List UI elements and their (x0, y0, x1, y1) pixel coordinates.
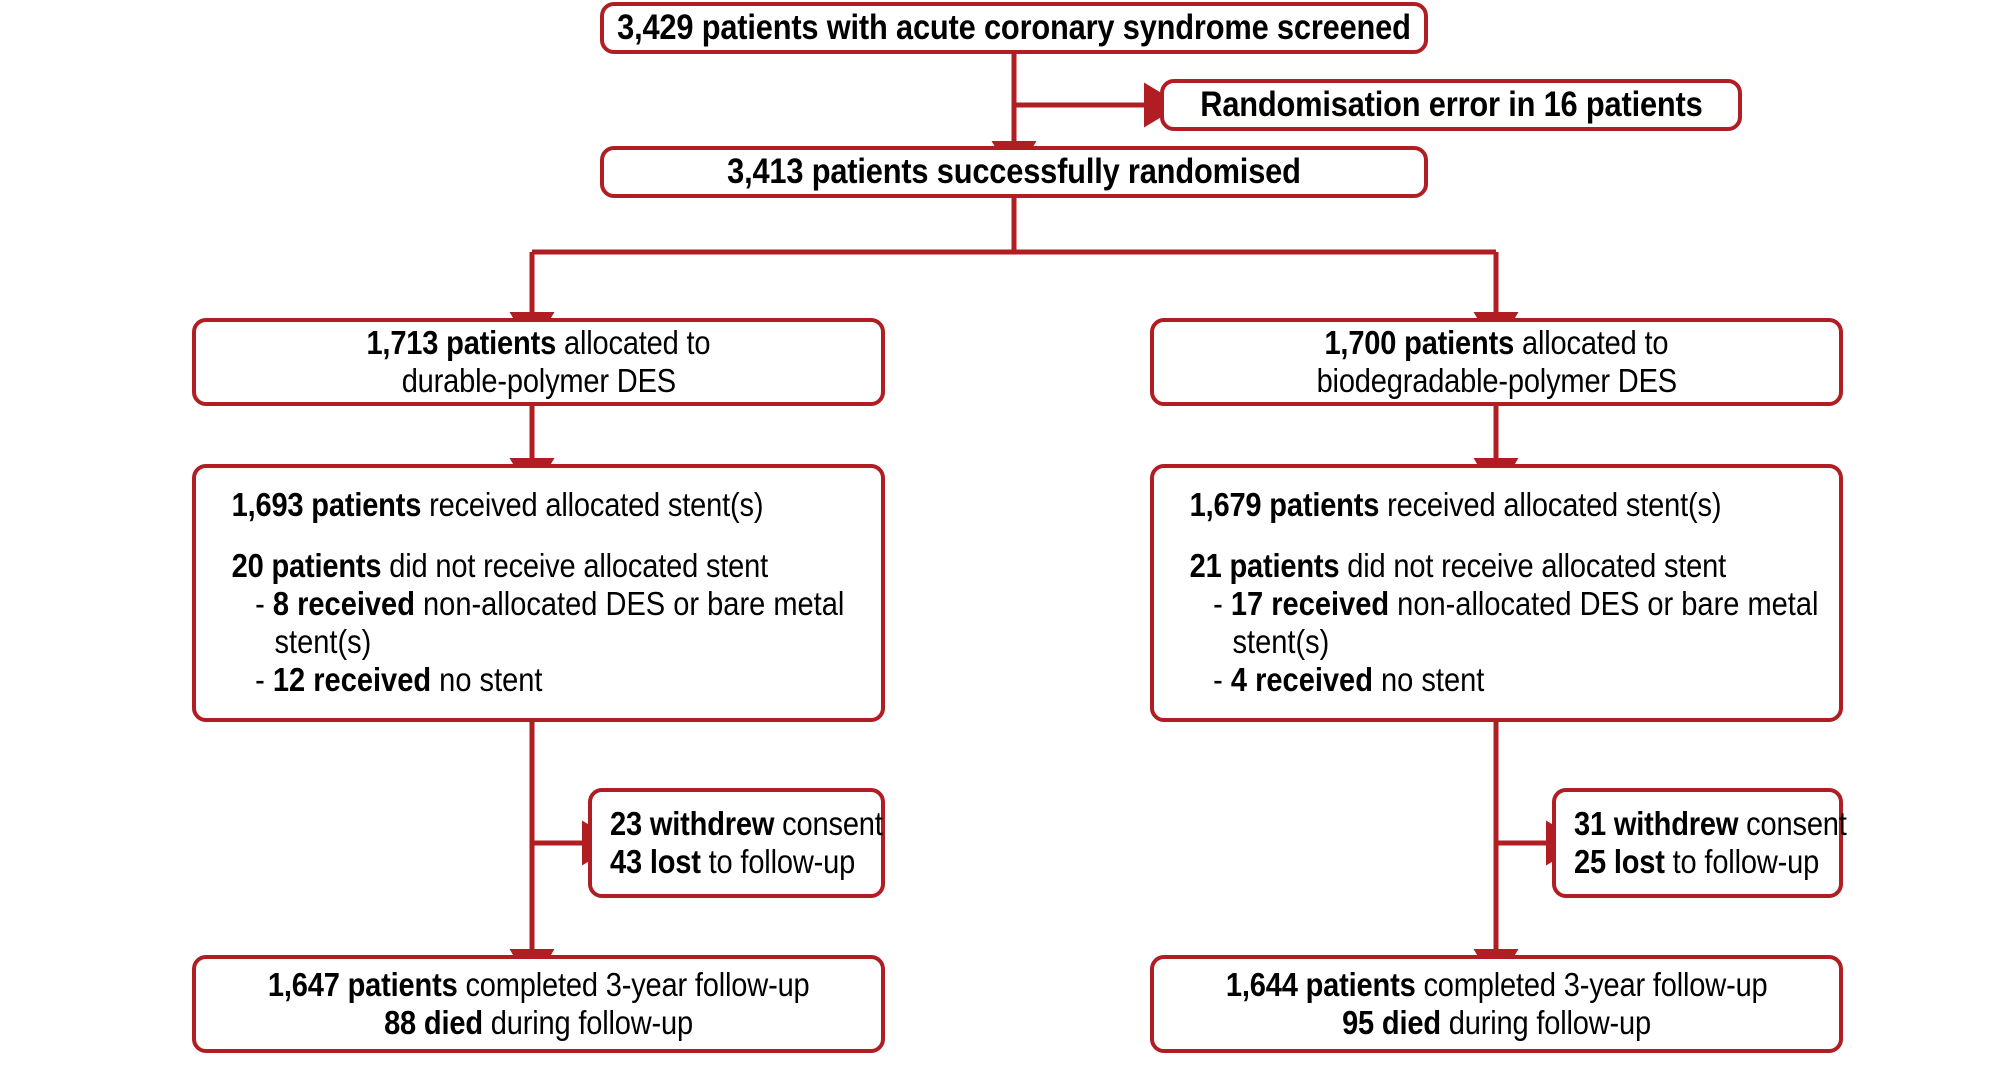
left-completed-line1: 1,647 patients completed 3-year follow-u… (268, 966, 810, 1004)
randomised-label: 3,413 patients successfully randomised (727, 151, 1301, 191)
left-received-line2: 20 patients did not receive allocated st… (214, 546, 769, 585)
right-received-bullets: - 17 received non-allocated DES or bare … (1172, 585, 1821, 700)
right-completed-line1-rest: completed 3-year follow-up (1415, 965, 1768, 1003)
left-completed-line2: 88 died during follow-up (384, 1004, 693, 1042)
bullet-rest: non-allocated DES or bare metal stent(s) (1232, 584, 1819, 661)
node-left-withdrew[interactable]: 23 withdrew consent 43 lost to follow-up (588, 788, 885, 898)
list-item: - 17 received non-allocated DES or bare … (1192, 585, 1863, 662)
bullet-dash: - (255, 661, 265, 699)
bullet-bold: 8 received (272, 584, 415, 622)
left-received-count: 1,693 patients (231, 486, 422, 524)
right-withdrew-line2-rest: to follow-up (1664, 843, 1820, 880)
list-item: - 8 received non-allocated DES or bare m… (234, 585, 905, 662)
node-right-completed[interactable]: 1,644 patients completed 3-year follow-u… (1150, 955, 1843, 1053)
left-withdrew-count: 23 withdrew (610, 804, 775, 842)
list-item: - 4 received no stent (1192, 661, 1863, 699)
left-received-line1-rest: received allocated stent(s) (421, 486, 764, 524)
left-died-count: 88 died (384, 1004, 483, 1041)
right-received-line1-rest: received allocated stent(s) (1379, 486, 1722, 524)
node-right-withdrew[interactable]: 31 withdrew consent 25 lost to follow-up (1552, 788, 1847, 898)
right-received-line2: 21 patients did not receive allocated st… (1172, 546, 1727, 585)
node-randomised[interactable]: 3,413 patients successfully randomised (600, 146, 1428, 198)
bullet-dash: - (1213, 661, 1223, 699)
right-allocation-count: 1,700 patients (1324, 323, 1515, 361)
right-withdrew-line1-rest: consent (1738, 804, 1847, 842)
left-received-bullets: - 8 received non-allocated DES or bare m… (214, 585, 863, 700)
left-received-line2-rest: did not receive allocated stent (381, 546, 769, 584)
right-allocation-line1: 1,700 patients allocated to (1325, 324, 1669, 362)
right-completed-count: 1,644 patients (1225, 965, 1416, 1003)
right-received-count: 1,679 patients (1189, 486, 1380, 524)
left-completed-line2-rest: during follow-up (482, 1004, 693, 1041)
left-allocation-line2: durable-polymer DES (401, 362, 676, 399)
right-received-line2-rest: did not receive allocated stent (1339, 546, 1727, 584)
right-withdrew-count: 31 withdrew (1574, 804, 1739, 842)
right-allocation-line2: biodegradable-polymer DES (1316, 362, 1677, 399)
screened-label: 3,429 patients with acute coronary syndr… (617, 7, 1411, 47)
left-received-line1: 1,693 patients received allocated stent(… (214, 486, 764, 524)
left-allocation-line1-rest: allocated to (556, 323, 711, 361)
right-allocation-line1-rest: allocated to (1514, 323, 1669, 361)
right-completed-line2-rest: during follow-up (1440, 1004, 1651, 1041)
node-left-received[interactable]: 1,693 patients received allocated stent(… (192, 464, 885, 722)
bullet-rest: no stent (431, 661, 543, 699)
node-randomisation-error[interactable]: Randomisation error in 16 patients (1160, 79, 1742, 131)
left-completed-line1-rest: completed 3-year follow-up (457, 965, 810, 1003)
node-left-allocation[interactable]: 1,713 patients allocated to durable-poly… (192, 318, 885, 406)
right-completed-line1: 1,644 patients completed 3-year follow-u… (1226, 966, 1768, 1004)
bullet-rest: no stent (1372, 661, 1485, 699)
randomisation-error-label: Randomisation error in 16 patients (1199, 84, 1703, 124)
left-withdrew-line1: 23 withdrew consent (610, 805, 883, 843)
right-not-received-count: 21 patients (1189, 546, 1340, 584)
right-died-count: 95 died (1342, 1004, 1441, 1041)
left-allocation-line1: 1,713 patients allocated to (367, 324, 711, 362)
bullet-dash: - (1213, 584, 1223, 622)
bullet-bold: 4 received (1230, 661, 1373, 699)
left-completed-count: 1,647 patients (267, 965, 458, 1003)
node-right-allocation[interactable]: 1,700 patients allocated to biodegradabl… (1150, 318, 1843, 406)
bullet-rest: non-allocated DES or bare metal stent(s) (274, 584, 845, 661)
bullet-bold: 12 received (272, 661, 432, 699)
bullet-bold: 17 received (1230, 584, 1390, 622)
right-received-line1: 1,679 patients received allocated stent(… (1172, 486, 1722, 524)
right-withdrew-line1: 31 withdrew consent (1574, 805, 1847, 843)
left-withdrew-line2: 43 lost to follow-up (610, 843, 855, 881)
left-allocation-count: 1,713 patients (366, 323, 557, 361)
right-withdrew-line2: 25 lost to follow-up (1574, 843, 1819, 881)
node-left-completed[interactable]: 1,647 patients completed 3-year follow-u… (192, 955, 885, 1053)
left-not-received-count: 20 patients (231, 546, 382, 584)
bullet-dash: - (255, 584, 265, 622)
left-withdrew-line2-rest: to follow-up (700, 843, 856, 880)
node-right-received[interactable]: 1,679 patients received allocated stent(… (1150, 464, 1843, 722)
right-completed-line2: 95 died during follow-up (1342, 1004, 1651, 1042)
node-screened[interactable]: 3,429 patients with acute coronary syndr… (600, 2, 1428, 54)
left-withdrew-line1-rest: consent (774, 804, 883, 842)
left-lost-count: 43 lost (610, 843, 701, 880)
list-item: - 12 received no stent (234, 661, 905, 699)
right-lost-count: 25 lost (1574, 843, 1665, 880)
